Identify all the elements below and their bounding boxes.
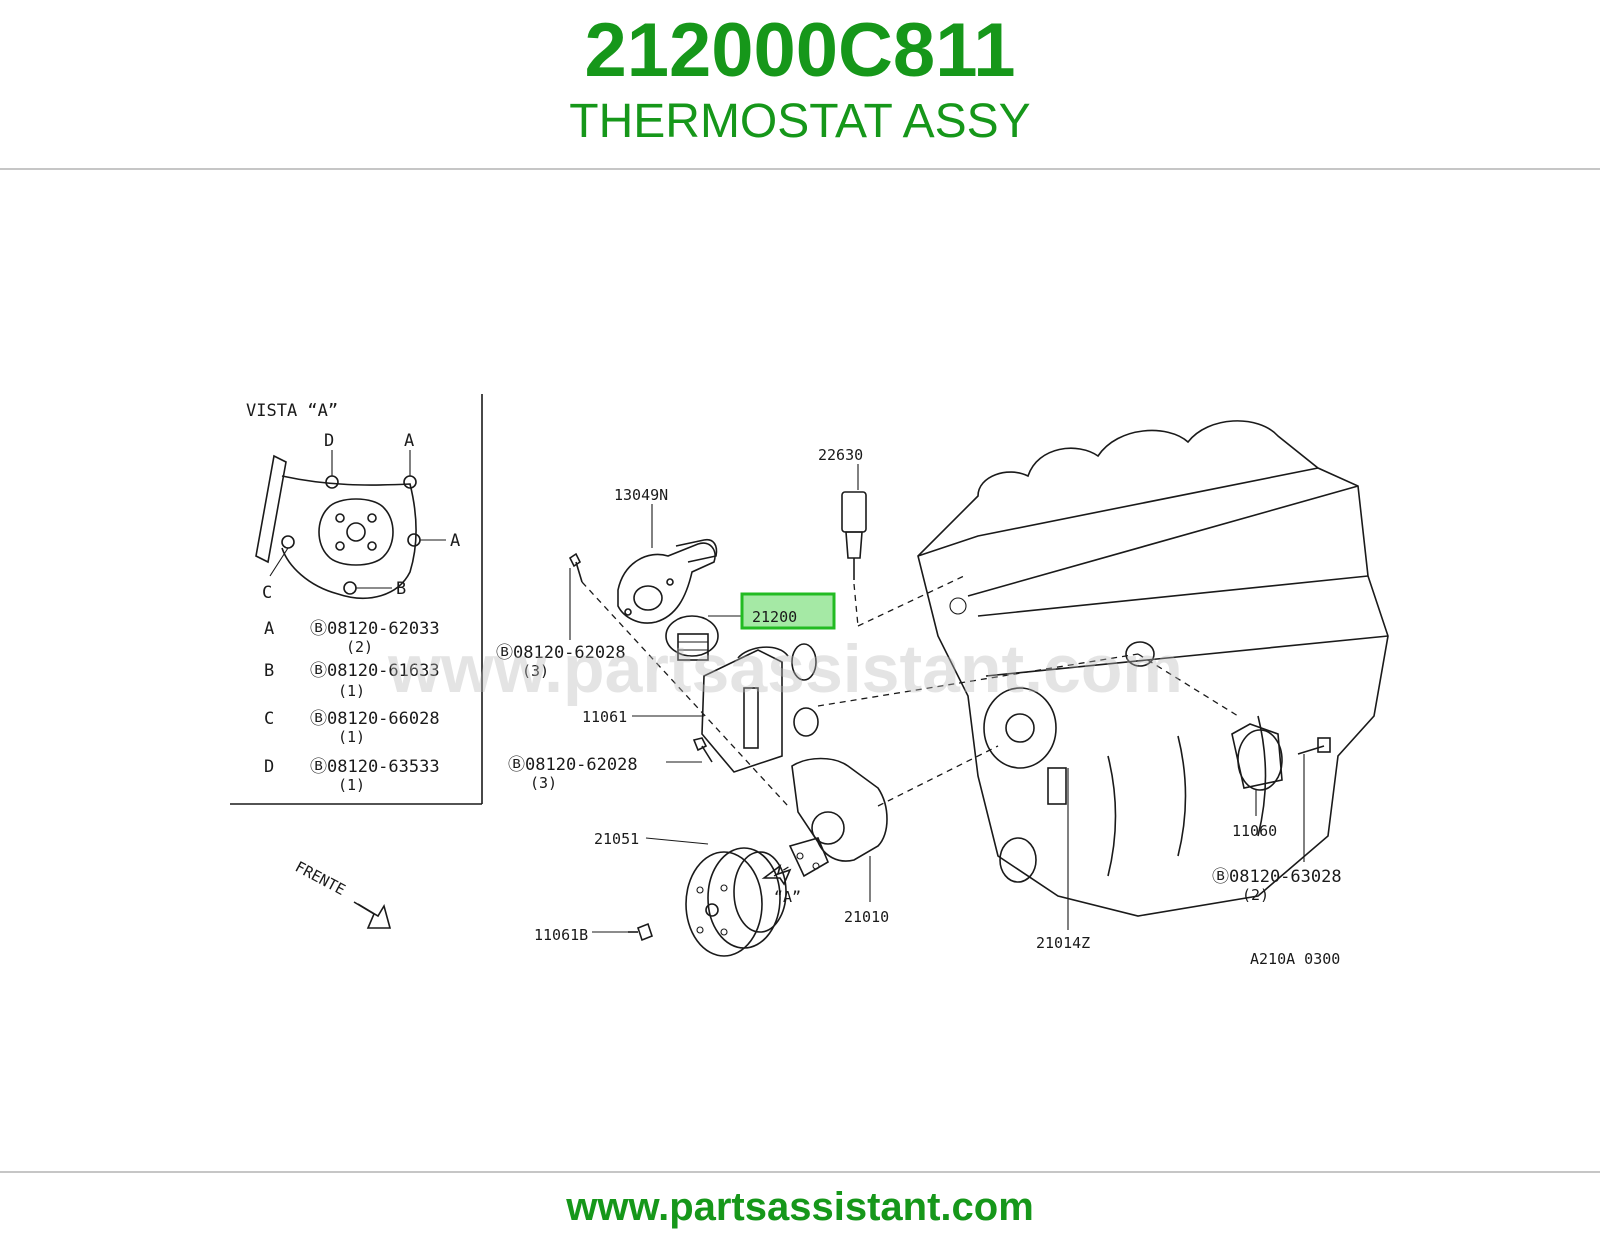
callout-bolt3-part: Ⓑ08120-63028	[1212, 867, 1342, 887]
thermostat-case	[1231, 723, 1331, 791]
inset-legend: A Ⓑ08120-62033 (2) B Ⓑ08120-61633 (1) C …	[264, 619, 440, 794]
water-pump-pulley	[685, 847, 787, 957]
callout-bolt2-part: Ⓑ08120-62028	[508, 755, 638, 775]
callout-labels: 22630 13049N 21200 Ⓑ08120-62028 (3) 1106…	[496, 446, 1342, 968]
inset-title: VISTA “A”	[246, 401, 338, 421]
thermostat-housing-cover	[617, 538, 718, 624]
drawing-code: A210A 0300	[1250, 950, 1340, 968]
callout-bolt1-part: Ⓑ08120-62028	[496, 643, 626, 663]
parts-diagram-drawing: VISTA “A” D A A C	[230, 394, 1389, 968]
parts-diagram: VISTA “A” D A A C	[178, 336, 1418, 1016]
leader-lines	[569, 464, 1305, 933]
part-number: 212000C811	[584, 8, 1016, 93]
highlighted-part-box	[740, 592, 836, 630]
part-name: THERMOSTAT ASSY	[569, 95, 1031, 148]
inset-point-a-right: A	[450, 531, 460, 551]
inset-point-a-top: A	[404, 431, 414, 451]
legend-part-c: Ⓑ08120-66028	[310, 709, 440, 729]
inset-point-c: C	[262, 583, 272, 603]
thermostat	[665, 615, 719, 661]
water-inlet	[701, 643, 819, 773]
view-a-label: “A”	[774, 888, 801, 906]
assembly-lines	[581, 575, 1239, 877]
page-header: 212000C811 THERMOSTAT ASSY	[0, 0, 1600, 170]
legend-key-b: B	[264, 661, 274, 681]
temperature-sensor	[841, 491, 867, 580]
legend-part-b: Ⓑ08120-61633	[310, 661, 440, 681]
callout-22630: 22630	[818, 446, 863, 464]
legend-key-c: C	[264, 709, 274, 729]
callout-21200: 21200	[752, 608, 797, 626]
callout-21014z: 21014Z	[1036, 934, 1090, 952]
callout-bolt1-qty: (3)	[522, 662, 549, 680]
diagram-watermark: www.partsassistant.com	[387, 631, 1183, 707]
bolts	[568, 552, 713, 942]
legend-key-a: A	[264, 619, 274, 639]
legend-qty-c: (1)	[338, 728, 365, 746]
legend-qty-a: (2)	[346, 638, 373, 656]
water-pump	[788, 757, 888, 878]
inset-vista-a: VISTA “A” D A A C	[230, 394, 483, 805]
callout-bolt3-qty: (2)	[1242, 886, 1269, 904]
front-direction-arrow: FRENTE	[292, 858, 392, 929]
legend-part-a: Ⓑ08120-62033	[310, 619, 440, 639]
header-divider	[0, 168, 1600, 170]
footer-divider	[0, 1171, 1600, 1173]
callout-bolt2-qty: (3)	[530, 774, 557, 792]
callout-11060: 11060	[1232, 822, 1277, 840]
engine-block	[917, 420, 1389, 917]
front-direction-label: FRENTE	[292, 858, 348, 899]
footer-url: www.partsassistant.com	[566, 1185, 1034, 1229]
inset-point-b: B	[396, 579, 406, 599]
inset-point-d: D	[324, 431, 334, 451]
legend-qty-b: (1)	[338, 682, 365, 700]
legend-key-d: D	[264, 757, 274, 777]
legend-part-d: Ⓑ08120-63533	[310, 757, 440, 777]
callout-11061b: 11061B	[534, 926, 588, 944]
callout-11061: 11061	[582, 708, 627, 726]
callout-21010: 21010	[844, 908, 889, 926]
callout-13049n: 13049N	[614, 486, 668, 504]
legend-qty-d: (1)	[338, 776, 365, 794]
callout-21051: 21051	[594, 830, 639, 848]
view-a-arrow: “A”	[761, 864, 801, 906]
